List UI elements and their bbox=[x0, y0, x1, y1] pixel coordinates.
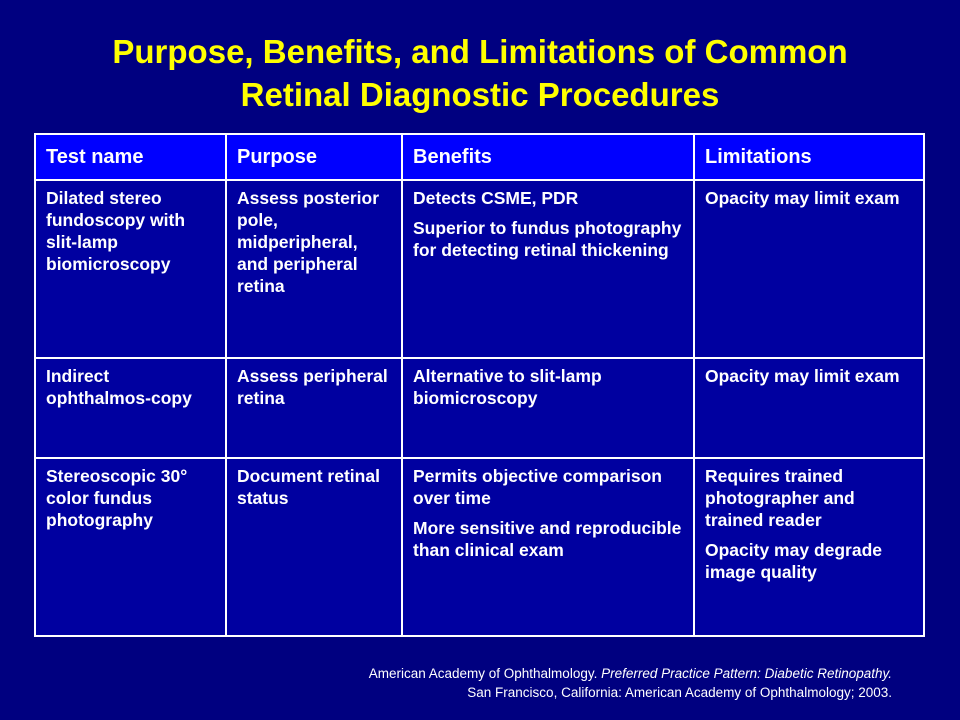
citation-author: American Academy of Ophthalmology. bbox=[368, 666, 598, 681]
cell-test-name: Indirect ophthalmos-copy bbox=[34, 357, 227, 459]
header-benefits: Benefits bbox=[401, 133, 695, 181]
procedures-table: Test name Purpose Benefits Limitations D… bbox=[34, 133, 925, 637]
cell-text: Dilated stereo fundoscopy with slit-lamp… bbox=[46, 188, 186, 274]
cell-text: Alternative to slit-lamp biomicroscopy bbox=[413, 366, 602, 408]
cell-text: Assess peripheral retina bbox=[237, 366, 388, 408]
header-row: Test name Purpose Benefits Limitations bbox=[34, 133, 925, 181]
citation: American Academy of Ophthalmology. Prefe… bbox=[369, 664, 892, 702]
cell-text: More sensitive and reproducible than cli… bbox=[413, 518, 682, 560]
cell-purpose: Document retinal status bbox=[225, 457, 403, 637]
cell-text: Indirect ophthalmos-copy bbox=[46, 366, 192, 408]
cell-test-name: Dilated stereo fundoscopy with slit-lamp… bbox=[34, 179, 227, 359]
table-body: Dilated stereo fundoscopy with slit-lamp… bbox=[34, 179, 925, 637]
cell-limitations: Opacity may limit exam bbox=[693, 357, 925, 459]
cell-text: Superior to fundus photography for detec… bbox=[413, 218, 682, 260]
cell-text: Detects CSME, PDR bbox=[413, 188, 579, 208]
header-limitations: Limitations bbox=[693, 133, 925, 181]
table-header: Test name Purpose Benefits Limitations bbox=[34, 133, 925, 181]
citation-line-1: American Academy of Ophthalmology. Prefe… bbox=[369, 664, 892, 683]
cell-purpose: Assess peripheral retina bbox=[225, 357, 403, 459]
table-row: Stereoscopic 30° color fundus photograph… bbox=[34, 457, 925, 637]
table-row: Indirect ophthalmos-copy Assess peripher… bbox=[34, 357, 925, 459]
cell-text: Opacity may limit exam bbox=[705, 188, 900, 208]
cell-text: Assess posterior pole, midperipheral, an… bbox=[237, 188, 380, 296]
citation-work: Preferred Practice Pattern: Diabetic Ret… bbox=[601, 666, 892, 681]
cell-text: Opacity may limit exam bbox=[705, 366, 900, 386]
citation-publisher: San Francisco, California: American Acad… bbox=[467, 685, 892, 700]
cell-text: Permits objective comparison over time bbox=[413, 466, 662, 508]
cell-benefits: Alternative to slit-lamp biomicroscopy bbox=[401, 357, 695, 459]
table-row: Dilated stereo fundoscopy with slit-lamp… bbox=[34, 179, 925, 359]
cell-limitations: Opacity may limit exam bbox=[693, 179, 925, 359]
cell-benefits: Detects CSME, PDR Superior to fundus pho… bbox=[401, 179, 695, 359]
cell-benefits: Permits objective comparison over time M… bbox=[401, 457, 695, 637]
cell-purpose: Assess posterior pole, midperipheral, an… bbox=[225, 179, 403, 359]
header-test-name: Test name bbox=[34, 133, 227, 181]
cell-text: Stereoscopic 30° color fundus photograph… bbox=[46, 466, 188, 530]
cell-text: Requires trained photographer and traine… bbox=[705, 466, 855, 530]
cell-limitations: Requires trained photographer and traine… bbox=[693, 457, 925, 637]
cell-text: Document retinal status bbox=[237, 466, 380, 508]
cell-text: Opacity may degrade image quality bbox=[705, 540, 883, 582]
slide-title-line-2: Retinal Diagnostic Procedures bbox=[240, 76, 720, 113]
slide-title: Purpose, Benefits, and Limitations of Co… bbox=[20, 30, 940, 116]
slide-title-line-1: Purpose, Benefits, and Limitations of Co… bbox=[112, 33, 848, 70]
cell-test-name: Stereoscopic 30° color fundus photograph… bbox=[34, 457, 227, 637]
header-purpose: Purpose bbox=[225, 133, 403, 181]
